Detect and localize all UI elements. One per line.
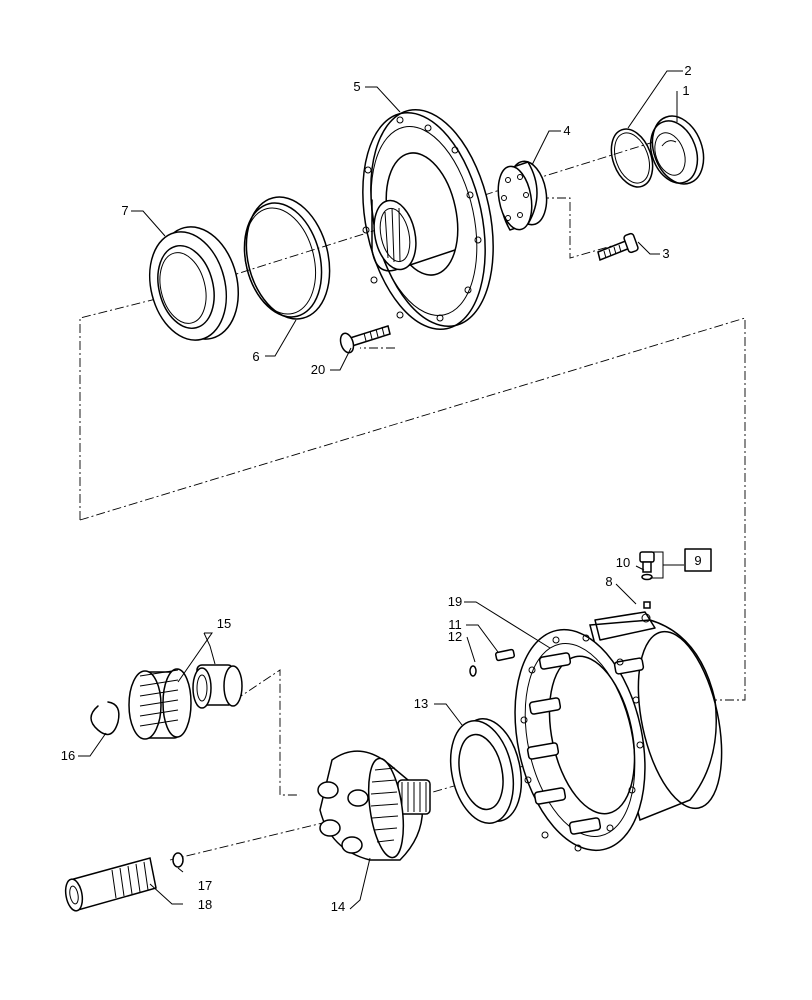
callout-18: 18: [198, 897, 212, 912]
callout-14: 14: [331, 899, 345, 914]
hub-bolt-holes: [362, 116, 482, 322]
carrier-pins: [317, 781, 369, 854]
callout-5: 5: [353, 79, 360, 94]
callout-labels: 1 2 3 4 5 6 7 8 9 10 11 12 13 14 15 16 1…: [61, 63, 702, 914]
callout-2: 2: [684, 63, 691, 78]
part-7-seal: [148, 226, 240, 341]
part-19-housing: [514, 611, 723, 852]
callout-3: 3: [662, 246, 669, 261]
part-16-circlip: [90, 701, 120, 736]
part-11-plug: [494, 648, 516, 662]
part-3-screw: [597, 232, 639, 262]
callout-4: 4: [563, 123, 570, 138]
callout-16: 16: [61, 748, 75, 763]
housing-bolt-holes: [520, 634, 644, 852]
part-14-carrier: [317, 750, 431, 861]
part-18-shaft: [64, 857, 157, 912]
callout-19: 19: [448, 594, 462, 609]
callout-9-box: [684, 548, 712, 572]
part-20-stud: [339, 325, 391, 354]
callout-17: 17: [198, 878, 212, 893]
part-1-cover: [649, 115, 705, 185]
callout-10: 10: [616, 555, 630, 570]
housing-ribs: [526, 652, 645, 835]
part-13-bearing: [449, 718, 523, 824]
assembly-axis-lines: [79, 139, 746, 861]
callout-leaders: [78, 70, 684, 910]
part-8-washer: [641, 573, 653, 609]
callout-8: 8: [605, 574, 612, 589]
callout-1: 1: [682, 83, 689, 98]
part-4-plate: [497, 160, 548, 231]
callout-6: 6: [252, 349, 259, 364]
part-2-snap-ring: [610, 128, 654, 188]
callout-9: 9: [694, 553, 701, 568]
part-5-hub: [362, 108, 494, 331]
callout-15: 15: [217, 616, 231, 631]
part-17-plug: [172, 852, 184, 868]
part-10-breather: [639, 551, 655, 573]
callout-20: 20: [311, 362, 325, 377]
part-15-gear: [128, 664, 243, 740]
callout-11: 11: [448, 617, 462, 632]
part-6-ring: [243, 196, 331, 320]
callout-7: 7: [121, 203, 128, 218]
part-12-oring: [469, 665, 477, 677]
callout-13: 13: [414, 696, 428, 711]
callout-12: 12: [448, 629, 462, 644]
